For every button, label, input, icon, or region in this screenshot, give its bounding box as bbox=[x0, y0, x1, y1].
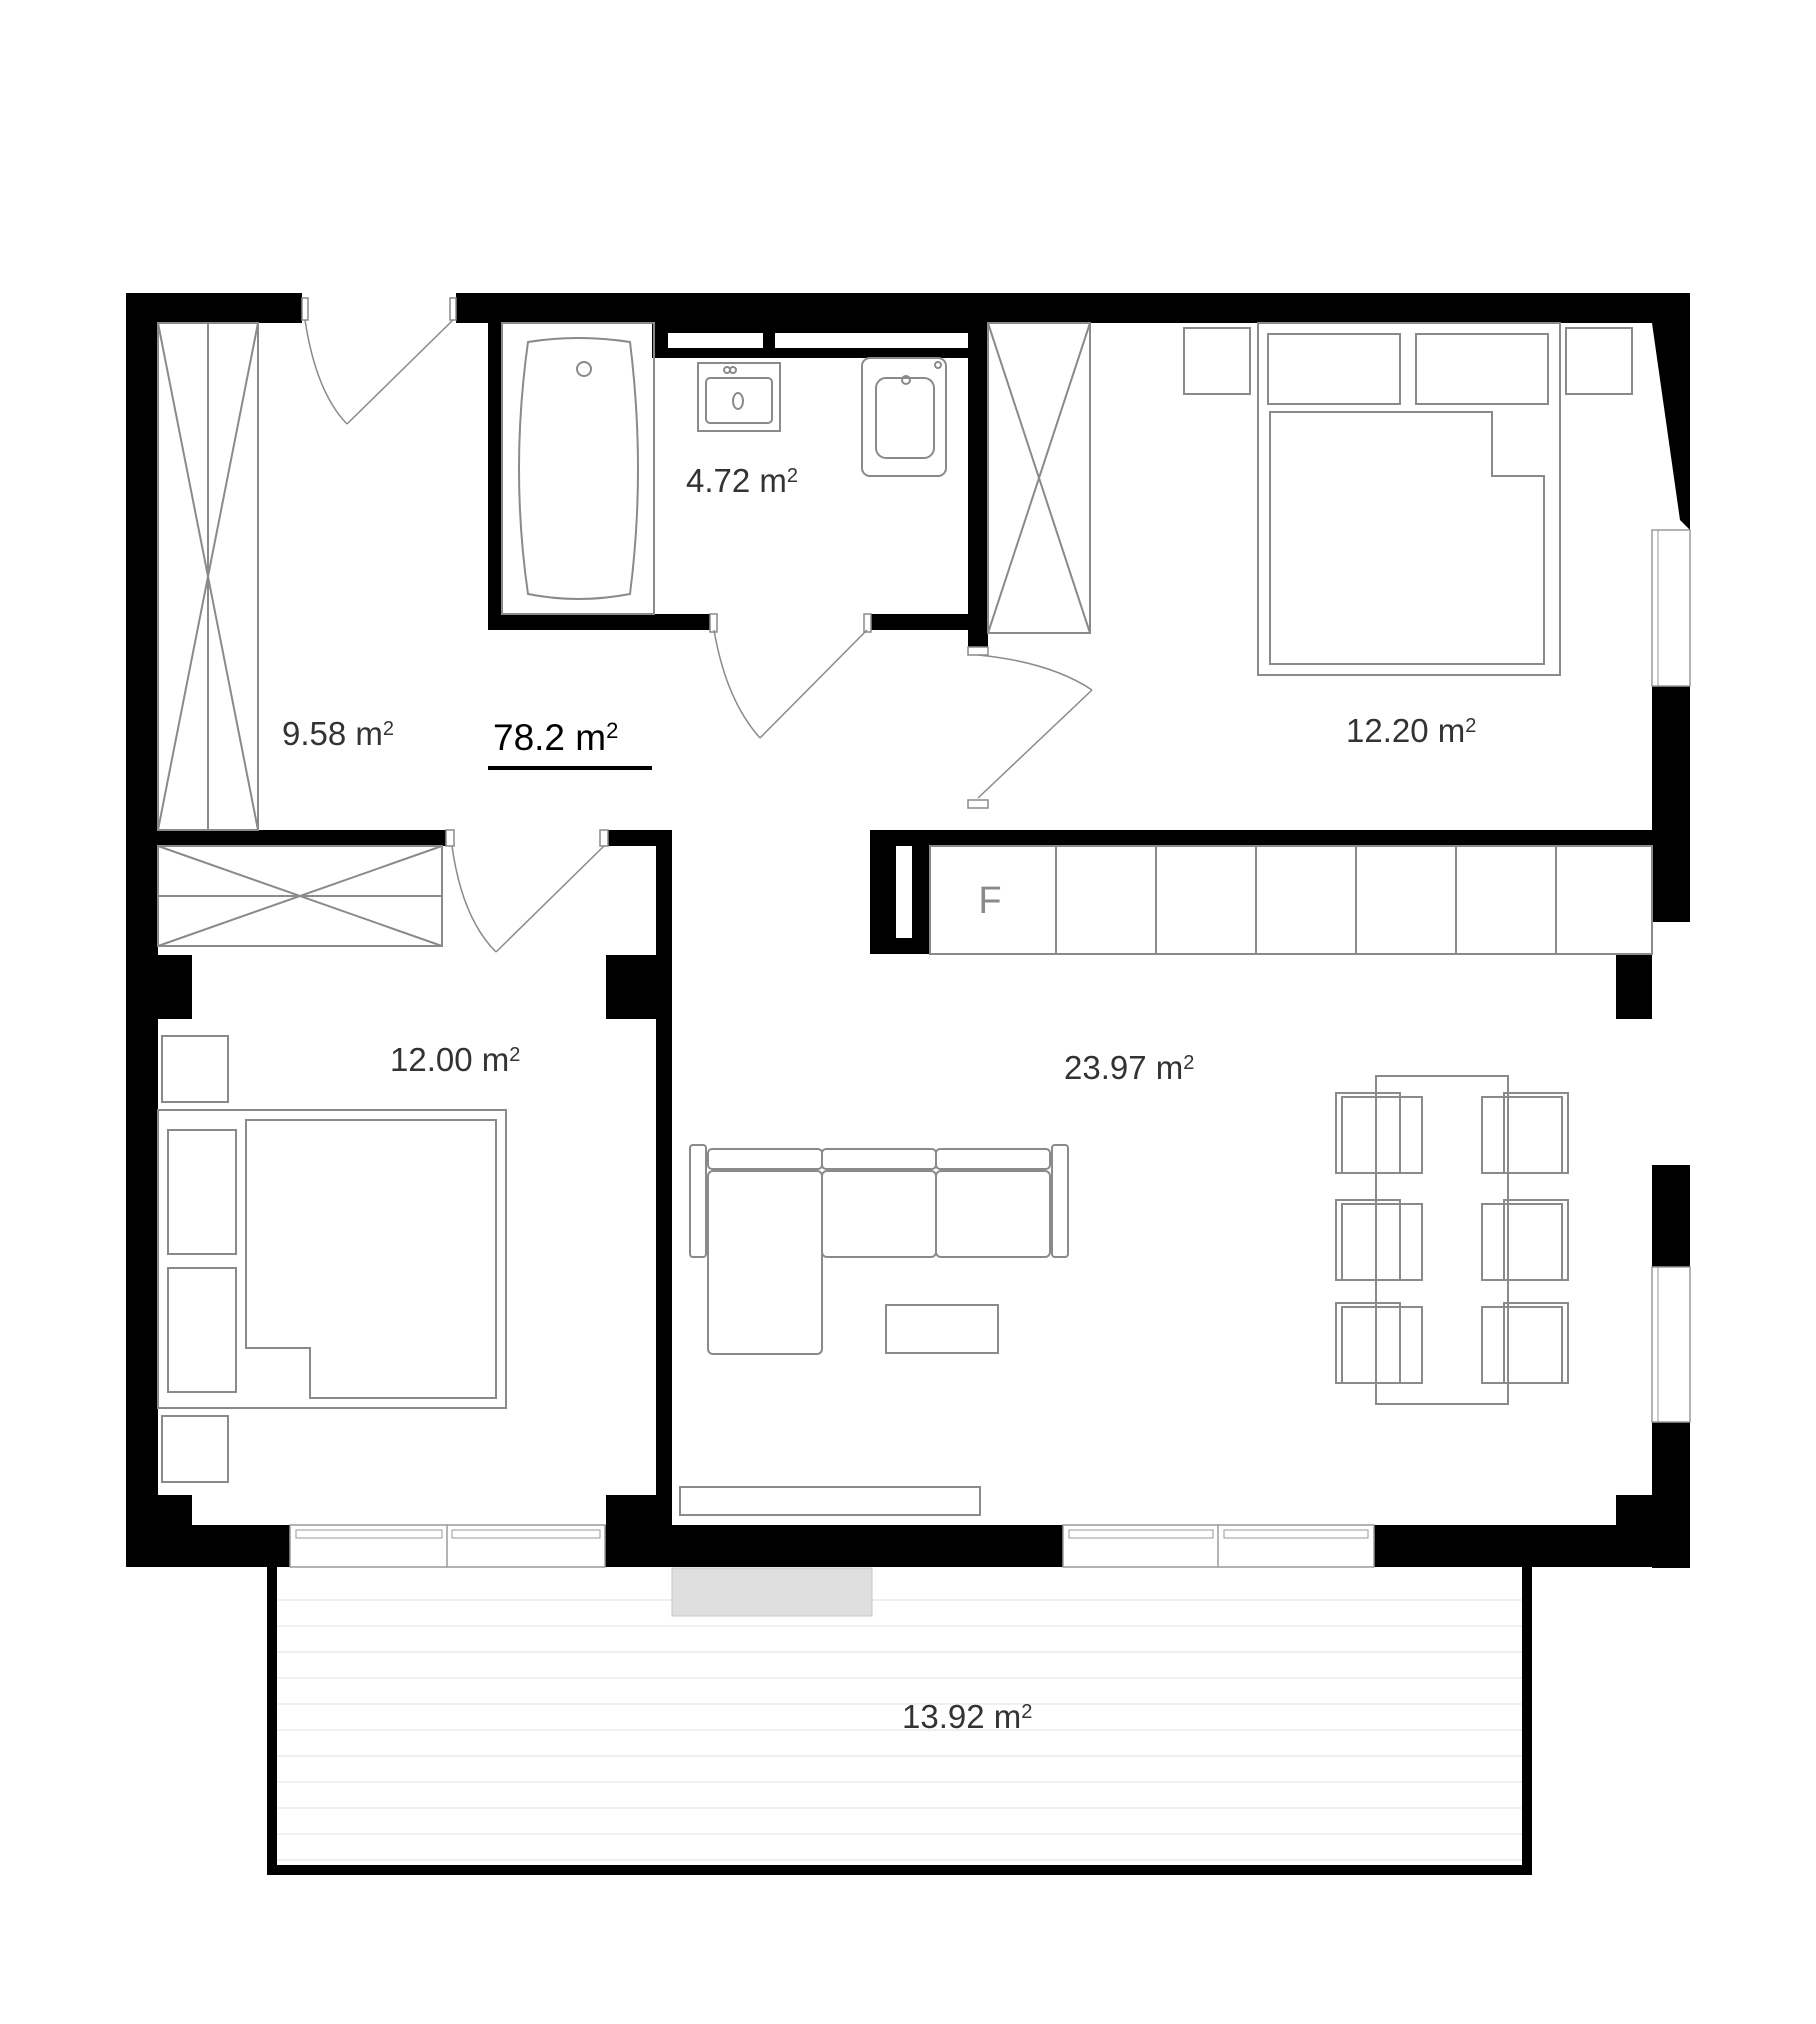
bathroom-door bbox=[709, 613, 872, 739]
terrace-step bbox=[671, 1567, 873, 1617]
bathtub bbox=[501, 322, 655, 615]
wardrobe-hall bbox=[157, 322, 259, 831]
wardrobe-bedroom-left bbox=[157, 845, 443, 947]
terrace-decking bbox=[276, 1599, 1530, 1861]
area-bedroom-top: 12.20 m2 bbox=[1346, 712, 1476, 749]
windows bbox=[289, 529, 1691, 1568]
doors bbox=[301, 297, 1093, 953]
dining-set bbox=[1335, 1075, 1569, 1405]
bedroom-top-door bbox=[967, 646, 1093, 809]
wardrobe-bedroom-top bbox=[987, 322, 1091, 634]
toilet bbox=[861, 357, 947, 477]
area-bathroom: 4.72 m2 bbox=[686, 462, 798, 499]
terrace bbox=[267, 1566, 1532, 1875]
nightstand-top-right bbox=[1565, 327, 1633, 395]
tv-stand bbox=[679, 1486, 981, 1516]
kitchen-fridge-label: F bbox=[978, 880, 1001, 922]
kitchen-counter: F bbox=[929, 845, 1653, 955]
washbasin bbox=[697, 362, 781, 432]
dining-table bbox=[1375, 1075, 1509, 1405]
interior-walls bbox=[126, 323, 1652, 1567]
entrance-door bbox=[301, 297, 457, 425]
terrace-railing bbox=[267, 1566, 1532, 1875]
area-living-room: 23.97 m2 bbox=[1064, 1049, 1194, 1086]
nightstand-top-left bbox=[1183, 327, 1251, 395]
bedroom-left-door bbox=[445, 829, 609, 953]
sofa bbox=[689, 1144, 1069, 1355]
bed-left bbox=[157, 1109, 507, 1409]
nightstand-left-bottom bbox=[161, 1415, 229, 1483]
bed-top bbox=[1257, 322, 1561, 676]
coffee-table bbox=[885, 1304, 999, 1354]
area-labels: 9.58 m2 4.72 m2 12.20 m2 12.00 m2 23.97 … bbox=[282, 462, 1476, 1735]
nightstand-left-top bbox=[161, 1035, 229, 1103]
area-terrace: 13.92 m2 bbox=[902, 1698, 1032, 1735]
exterior-walls bbox=[126, 293, 1690, 1568]
area-bedroom-left: 12.00 m2 bbox=[390, 1041, 520, 1078]
total-area: 78.2 m2 bbox=[493, 717, 618, 758]
area-entry-hall: 9.58 m2 bbox=[282, 715, 394, 752]
